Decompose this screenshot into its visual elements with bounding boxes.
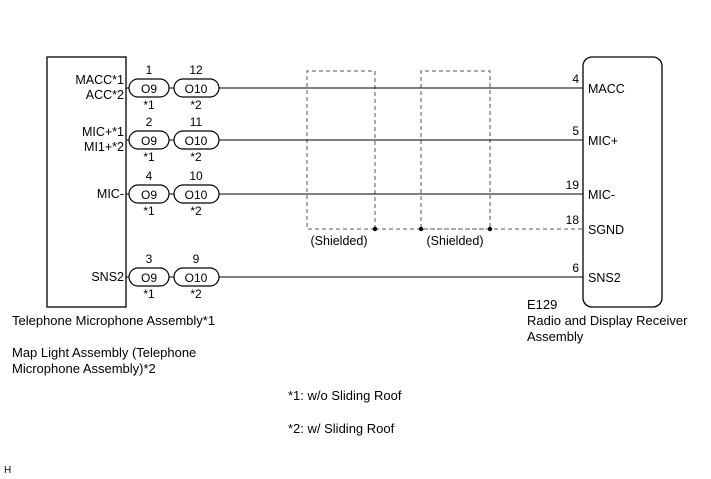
connector-o10: [173, 130, 220, 150]
right-component-code: E129: [527, 297, 558, 312]
connector-o9: [128, 78, 170, 98]
connector-label: O9: [141, 134, 157, 148]
connector-pin-number: 10: [189, 169, 203, 183]
left-pin-label: MIC-: [97, 187, 124, 201]
shield-junction-dot: [487, 226, 493, 232]
shield-label: (Shielded): [427, 234, 484, 248]
right-pin-number: 5: [572, 124, 579, 138]
left-pin-label: SNS2: [91, 270, 124, 284]
left-component-alt-name-line2: Microphone Assembly)*2: [12, 361, 156, 376]
corner-mark: H: [4, 465, 12, 476]
right-pin-label: MIC-: [588, 188, 615, 202]
connector-pin-number: 1: [146, 63, 153, 77]
variant-note: *1: [143, 98, 155, 112]
right-component-box: [582, 56, 663, 308]
connector-label: O10: [185, 188, 208, 202]
right-pin-label: MACC: [588, 82, 625, 96]
connector-pin-number: 12: [189, 63, 203, 77]
right-pin-number: 19: [566, 178, 580, 192]
connector-pin-number: 4: [146, 169, 153, 183]
footnote-no-sliding-roof: *1: w/o Sliding Roof: [288, 388, 402, 403]
connector-o10: [173, 267, 220, 287]
connector-label: O10: [185, 134, 208, 148]
shield-box: [306, 70, 376, 230]
variant-note: *2: [190, 150, 202, 164]
variant-note: *2: [190, 287, 202, 301]
connector-o10: [173, 184, 220, 204]
connector-label: O9: [141, 271, 157, 285]
shield-junction-dot: [372, 226, 378, 232]
right-pin-number: 6: [572, 261, 579, 275]
connector-o9: [128, 267, 170, 287]
connector-label: O9: [141, 188, 157, 202]
connector-label: O10: [185, 271, 208, 285]
left-component-alt-name: Map Light Assembly (Telephone: [12, 345, 197, 360]
shield-label: (Shielded): [311, 234, 368, 248]
ground-pin-label: SGND: [588, 223, 624, 237]
shield-junction-dot: [418, 226, 424, 232]
connector-label: O9: [141, 82, 157, 96]
left-pin-label-alt: ACC*2: [86, 88, 124, 102]
connector-pin-number: 9: [193, 252, 200, 266]
left-pin-label: MIC+*1: [82, 125, 124, 139]
left-component-box: [46, 56, 127, 308]
connector-o9: [128, 184, 170, 204]
right-pin-number: 4: [572, 72, 579, 86]
variant-note: *1: [143, 287, 155, 301]
right-component-name-line2: Assembly: [527, 329, 584, 344]
connector-label: O10: [185, 82, 208, 96]
circuit-row-mic-minus: MIC- O9 O10 4 10 *1 *2 19 MIC-: [97, 169, 615, 218]
left-pin-label-alt: MI1+*2: [84, 140, 124, 154]
variant-note: *1: [143, 150, 155, 164]
circuit-row-macc: MACC*1 ACC*2 O9 O10 1 12 *1 *2 4 MACC: [75, 63, 624, 112]
connector-o10: [173, 78, 220, 98]
connector-pin-number: 3: [146, 252, 153, 266]
shield-box: [420, 70, 491, 230]
right-pin-label: SNS2: [588, 271, 621, 285]
ground-pin-number: 18: [566, 213, 580, 227]
connector-o9: [128, 130, 170, 150]
left-component-name: Telephone Microphone Assembly*1: [12, 313, 216, 328]
connector-pin-number: 11: [190, 115, 203, 129]
connector-pin-number: 2: [146, 115, 153, 129]
circuit-row-mic-plus: MIC+*1 MI1+*2 O9 O10 2 11 *1 *2 5 MIC+: [82, 115, 618, 164]
variant-note: *1: [143, 204, 155, 218]
circuit-row-sns2: SNS2 O9 O10 3 9 *1 *2 6 SNS2: [91, 252, 620, 301]
variant-note: *2: [190, 98, 202, 112]
footnote-sliding-roof: *2: w/ Sliding Roof: [288, 421, 395, 436]
right-pin-label: MIC+: [588, 134, 618, 148]
right-component-name: Radio and Display Receiver: [527, 313, 688, 328]
left-pin-label: MACC*1: [75, 73, 124, 87]
variant-note: *2: [190, 204, 202, 218]
